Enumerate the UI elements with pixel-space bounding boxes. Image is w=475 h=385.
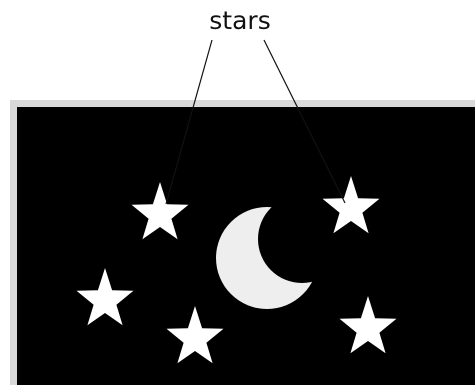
moon-icon <box>216 207 318 309</box>
